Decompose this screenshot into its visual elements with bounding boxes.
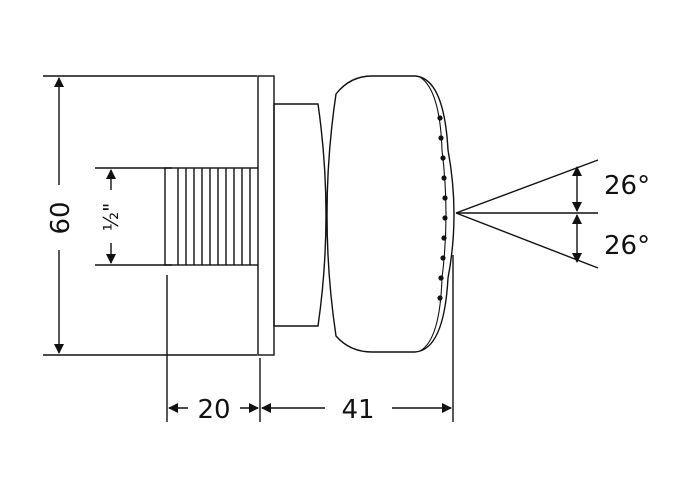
spray-face <box>419 76 447 352</box>
spray-head <box>326 75 455 353</box>
threaded-connector <box>164 167 261 266</box>
thread-length-label: 20 <box>197 395 230 425</box>
neck <box>273 103 327 327</box>
wall-flange <box>257 75 275 356</box>
thread-label: ½" <box>99 203 123 232</box>
body-depth-label: 41 <box>341 395 374 425</box>
nozzle-row <box>437 115 448 301</box>
angle-upper-label: 26° <box>604 171 650 201</box>
height-label: 60 <box>46 201 76 234</box>
angle-lower-label: 26° <box>604 231 650 261</box>
